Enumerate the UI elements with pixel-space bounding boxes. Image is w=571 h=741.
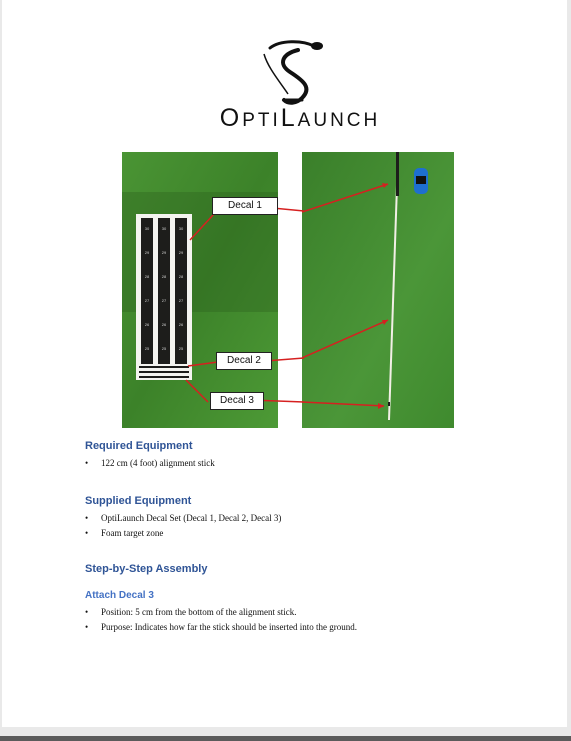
decal-number: 26 [145, 322, 150, 327]
decal-number: 28 [145, 274, 150, 279]
golfer-swing-logo-icon [263, 40, 323, 105]
alignment-stick-photo [302, 152, 454, 428]
decal-number: 29 [162, 250, 167, 255]
callout-decal-2: Decal 2 [216, 352, 272, 370]
decal-number: 28 [179, 274, 184, 279]
decal-number: 27 [179, 298, 184, 303]
decal-number: 30 [162, 226, 167, 231]
decal-number: 30 [145, 226, 150, 231]
decal-number: 26 [179, 322, 184, 327]
list-item: Purpose: Indicates how far the stick sho… [85, 620, 357, 635]
attach-decal-3-list: Position: 5 cm from the bottom of the al… [85, 605, 357, 634]
list-item: 122 cm (4 foot) alignment stick [85, 456, 215, 471]
list-item: Position: 5 cm from the bottom of the al… [85, 605, 357, 620]
step-by-step-heading: Step-by-Step Assembly [85, 563, 208, 575]
document-page: OPTILAUNCH 30 30 30 29 29 29 28 28 28 27 27 27 26 26 2… [2, 0, 567, 727]
decal-number: 29 [179, 250, 184, 255]
list-item: Foam target zone [85, 526, 281, 541]
decal-number: 27 [162, 298, 167, 303]
decal-number: 29 [145, 250, 150, 255]
required-equipment-heading: Required Equipment [85, 440, 193, 452]
list-item: OptiLaunch Decal Set (Decal 1, Decal 2, … [85, 511, 281, 526]
brand-wordmark: OPTILAUNCH [219, 104, 381, 132]
decal-number: 30 [179, 226, 184, 231]
alignment-stick [388, 155, 399, 421]
viewer-bottom-bar [0, 736, 571, 741]
decal-number: 25 [162, 346, 167, 351]
optilaunch-logo: OPTILAUNCH [182, 38, 418, 132]
required-equipment-list: 122 cm (4 foot) alignment stick [85, 456, 215, 471]
decal-number: 25 [179, 346, 184, 351]
callout-decal-1: Decal 1 [212, 197, 278, 215]
callout-decal-3: Decal 3 [210, 392, 264, 410]
callout-arrows-bridge [252, 205, 305, 403]
supplied-equipment-heading: Supplied Equipment [85, 495, 192, 507]
attach-decal-3-heading: Attach Decal 3 [85, 590, 154, 601]
decal-number: 26 [162, 322, 167, 327]
decal-number: 27 [145, 298, 150, 303]
supplied-equipment-list: OptiLaunch Decal Set (Decal 1, Decal 2, … [85, 511, 281, 540]
decal-number: 25 [145, 346, 150, 351]
decal-number: 28 [162, 274, 167, 279]
